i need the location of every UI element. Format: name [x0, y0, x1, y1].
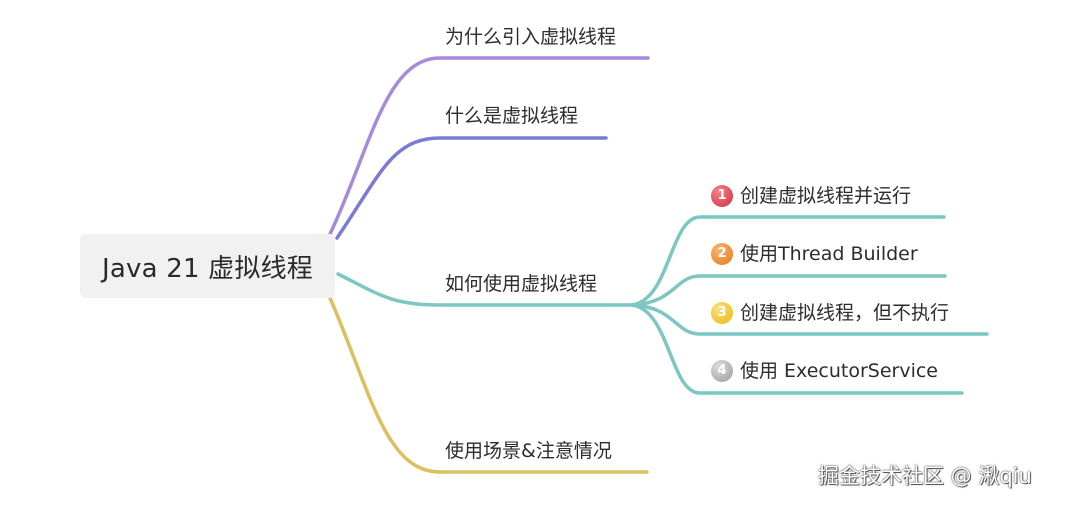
sub-item-2[interactable]: 2 使用Thread Builder: [711, 242, 918, 266]
number-4-icon: 4: [711, 360, 733, 382]
sub-item-4-label: 使用 ExecutorService: [740, 360, 938, 382]
connector-sub-4: [630, 303, 964, 395]
sub-item-1-label: 创建虚拟线程并运行: [740, 185, 912, 207]
connector-branch-4: [328, 296, 649, 474]
sub-item-2-label: 使用Thread Builder: [740, 243, 918, 265]
branch-why-virtual-threads[interactable]: 为什么引入虚拟线程: [445, 26, 617, 48]
root-topic[interactable]: Java 21 虚拟线程: [80, 234, 335, 298]
sub-item-4[interactable]: 4 使用 ExecutorService: [711, 359, 938, 383]
number-1-icon: 1: [711, 185, 733, 207]
branch-what-is-virtual-thread[interactable]: 什么是虚拟线程: [445, 105, 579, 127]
number-3-icon: 3: [711, 302, 733, 324]
sub-item-3[interactable]: 3 创建虚拟线程，但不执行: [711, 301, 949, 325]
connector-branch-2: [335, 136, 608, 240]
watermark: 掘金技术社区 @ 湫qiu: [818, 464, 1032, 488]
branch-use-cases[interactable]: 使用场景&注意情况: [445, 440, 612, 462]
sub-item-3-label: 创建虚拟线程，但不执行: [740, 302, 950, 324]
sub-item-1[interactable]: 1 创建虚拟线程并运行: [711, 184, 911, 208]
number-2-icon: 2: [711, 243, 733, 265]
branch-how-to-use[interactable]: 如何使用虚拟线程: [445, 273, 598, 295]
connector-branch-3: [336, 272, 634, 307]
connector-sub-2: [630, 274, 947, 307]
connector-branch-1: [328, 56, 650, 236]
connector-sub-1: [630, 215, 946, 307]
connector-sub-3: [630, 303, 989, 336]
